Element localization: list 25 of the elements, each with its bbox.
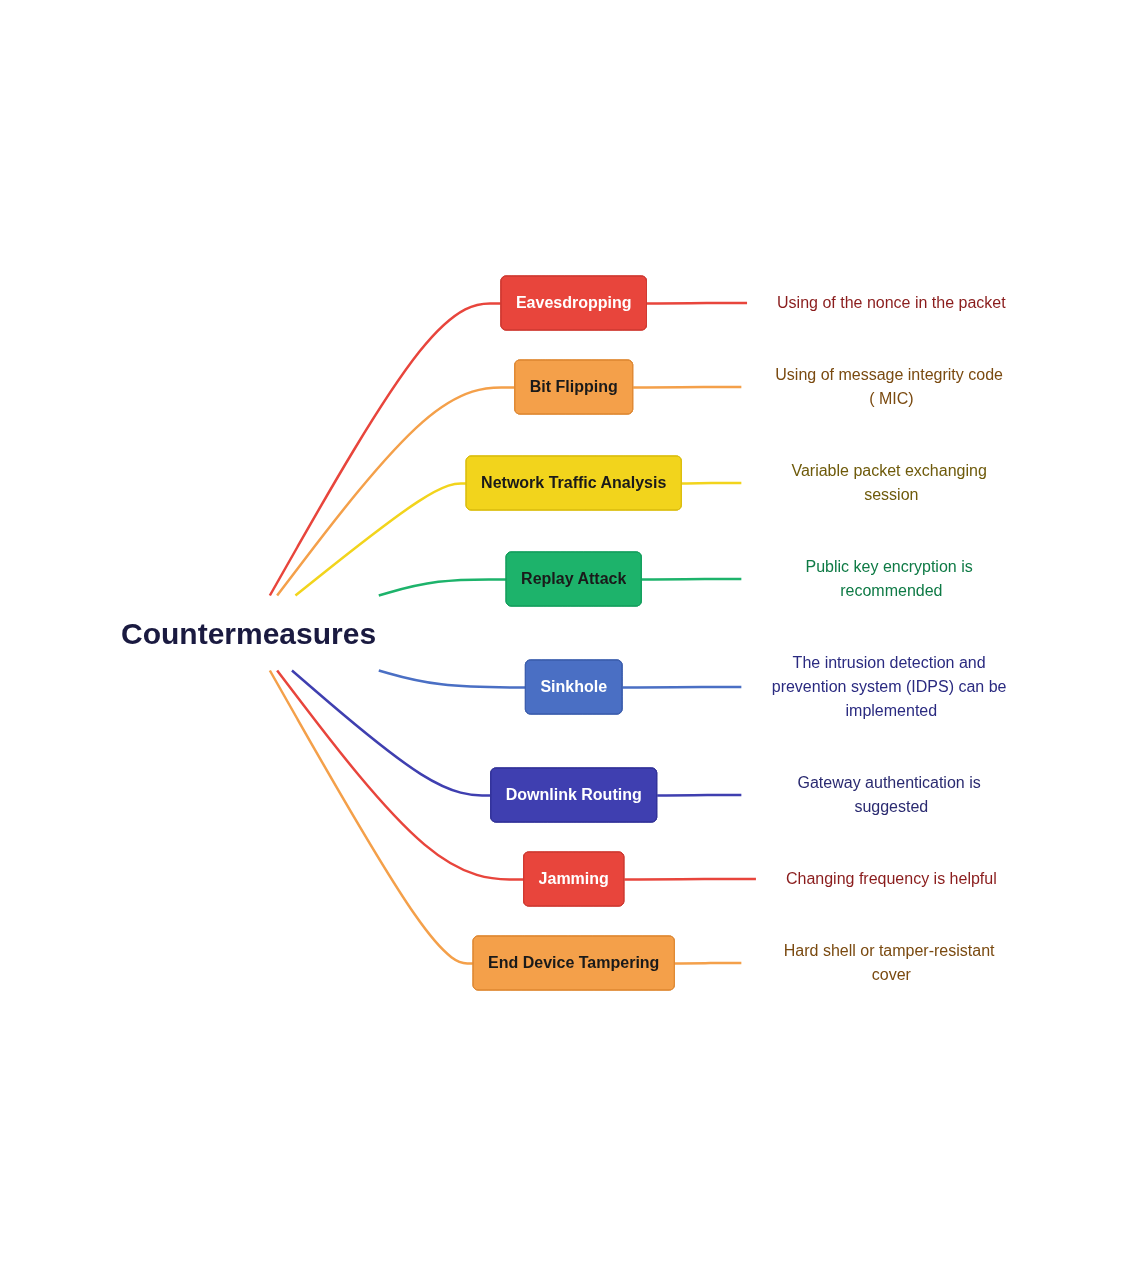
connector — [641, 577, 742, 581]
node-text: The intrusion detection and prevention system (IDPS) can be implemented — [771, 653, 1007, 719]
node-text: Using of the nonce in the packet — [776, 293, 1006, 311]
connector — [674, 961, 742, 965]
connector — [633, 385, 742, 389]
connector — [268, 669, 474, 965]
connector — [294, 481, 467, 596]
connector — [275, 669, 524, 881]
node-text: Public key encryption is recommended — [805, 557, 973, 599]
node-text: Gateway authentication is suggested — [797, 773, 981, 815]
connector — [624, 877, 756, 881]
connector — [646, 301, 747, 305]
connector — [657, 793, 742, 797]
node-text: Changing frequency is helpful — [785, 869, 997, 887]
connector — [378, 668, 526, 689]
node-text: Hard shell or tamper-resistant cover — [783, 941, 995, 983]
connector — [681, 481, 742, 485]
node-text: Countermeasures — [120, 616, 376, 649]
connector — [290, 669, 492, 797]
node-text: Variable packet exchanging session — [791, 461, 987, 503]
connector — [268, 301, 502, 596]
connector — [378, 577, 507, 597]
connector — [622, 685, 742, 689]
node-text: Using of message integrity code ( MIC) — [775, 365, 1003, 407]
connector — [275, 385, 516, 596]
